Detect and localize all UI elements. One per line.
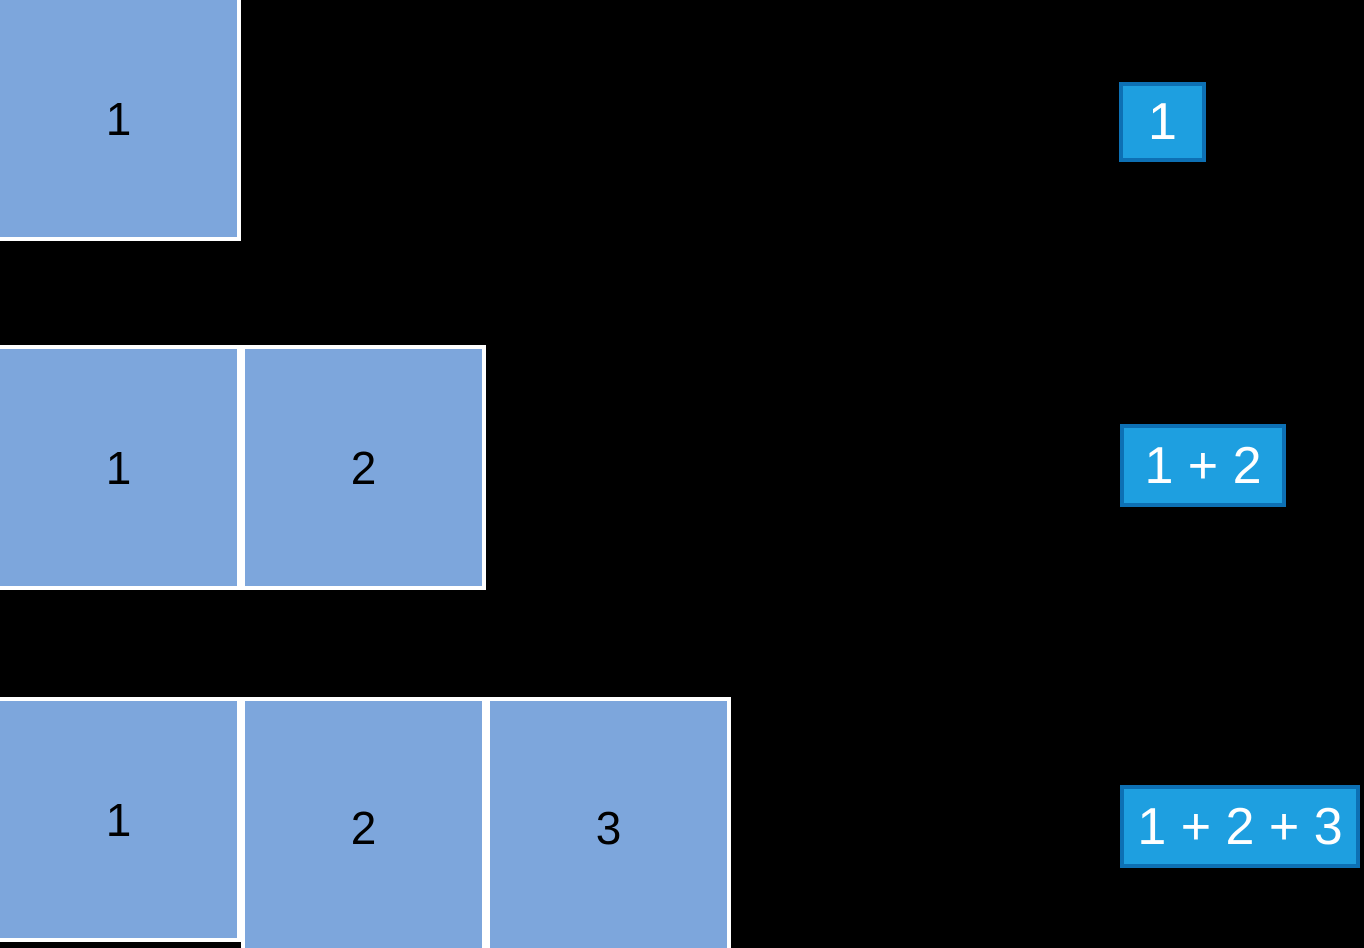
square-number: 1 (105, 793, 132, 846)
unit-square: 3 (486, 697, 731, 948)
square-row-3: 1 2 3 (0, 697, 731, 948)
sum-label: 1 + 2 (1144, 436, 1262, 495)
unit-square: 1 (0, 345, 241, 590)
square-row-1: 1 (0, 0, 241, 241)
unit-square: 2 (241, 697, 486, 948)
square-number: 2 (350, 802, 377, 854)
sum-label: 1 + 2 + 3 (1137, 797, 1343, 856)
unit-square: 1 (0, 697, 241, 942)
sum-box-2: 1 + 2 (1120, 424, 1286, 507)
square-number: 3 (595, 802, 622, 854)
sum-box-1: 1 (1119, 82, 1206, 162)
sum-label: 1 (1148, 93, 1177, 151)
unit-square: 1 (0, 0, 241, 241)
square-number: 1 (105, 92, 132, 145)
unit-square: 2 (241, 345, 486, 590)
square-number: 1 (105, 441, 132, 494)
sum-box-3: 1 + 2 + 3 (1120, 785, 1360, 868)
square-number: 2 (350, 441, 377, 494)
